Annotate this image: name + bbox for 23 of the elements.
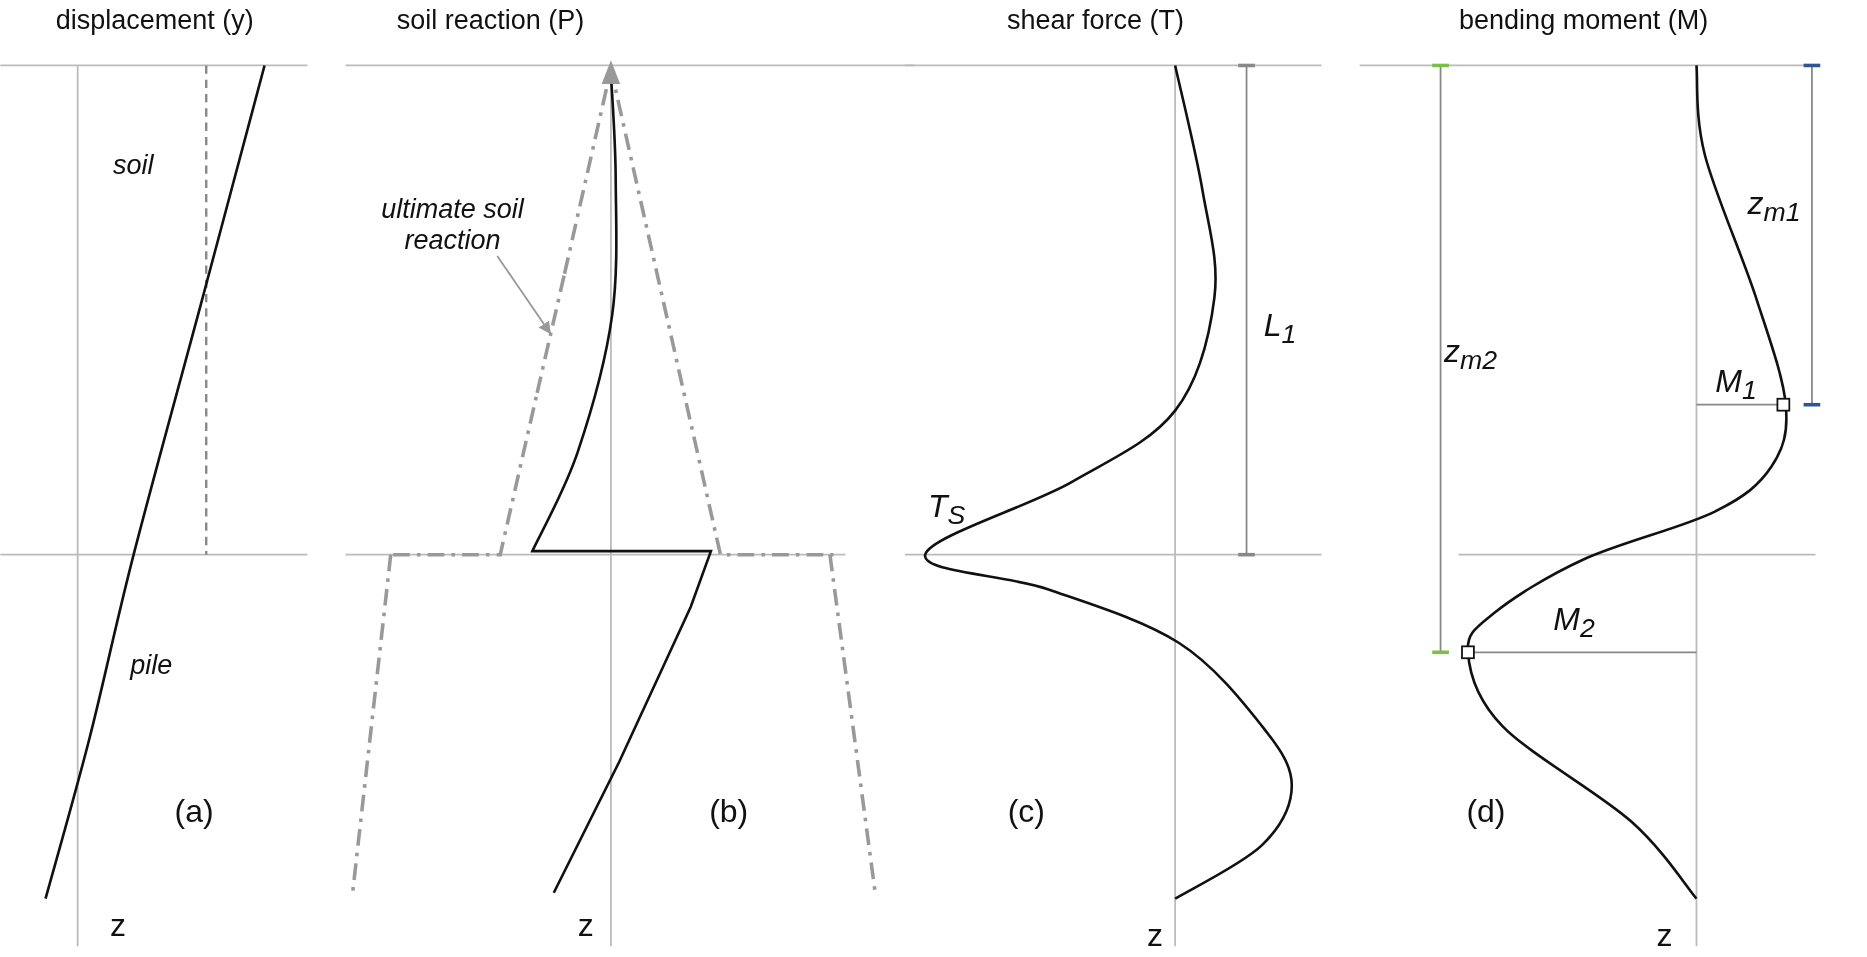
panel-label: (d) bbox=[1466, 793, 1506, 829]
region-label: pile bbox=[130, 650, 173, 682]
axis-title: displacement (y) bbox=[55, 4, 254, 36]
moment-label: M$_{2}$ bbox=[1553, 601, 1595, 646]
dimension-label: L$_{1}$ bbox=[1263, 307, 1297, 352]
dimension-label: z$_{m2}$ bbox=[1444, 333, 1497, 378]
dimension-label: z$_{m1}$ bbox=[1747, 184, 1801, 229]
axis-label: z bbox=[1146, 916, 1163, 953]
shear-label: T$_{S}$ bbox=[927, 488, 966, 533]
axis-label: z bbox=[1656, 916, 1673, 953]
panel-label: (a) bbox=[174, 793, 214, 829]
callout-text: ultimate soil reaction bbox=[363, 194, 542, 257]
panel-label: (b) bbox=[709, 793, 749, 829]
axis-title: soil reaction (P) bbox=[396, 4, 585, 36]
axis-label: z bbox=[109, 907, 126, 944]
axis-label: z bbox=[577, 907, 594, 944]
region-label: soil bbox=[113, 150, 154, 181]
ultimate-reaction-line bbox=[535, 273, 567, 394]
axis-title: bending moment (M) bbox=[1459, 4, 1709, 36]
axis-title: shear force (T) bbox=[1006, 4, 1184, 36]
moment-label: M$_{1}$ bbox=[1715, 363, 1757, 408]
panel-label: (c) bbox=[1007, 793, 1045, 829]
leader-line bbox=[496, 255, 552, 335]
